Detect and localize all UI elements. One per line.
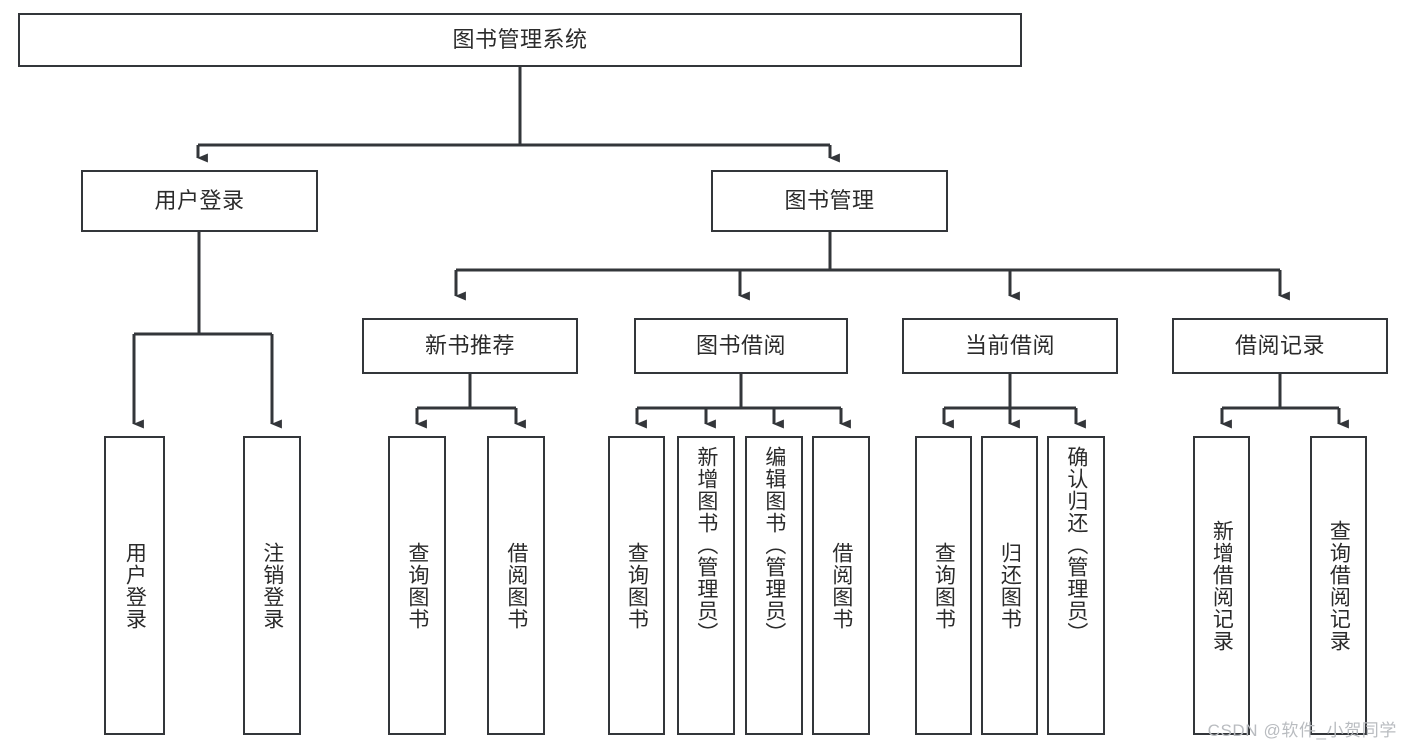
node-leaf-edit-book-label: 编辑图书（管理员） <box>762 446 786 644</box>
node-leaf-return-book-label: 归还图书 <box>998 541 1022 630</box>
node-new-book-recommend[interactable]: 新书推荐 <box>362 318 578 374</box>
node-book-borrow-label: 图书借阅 <box>695 333 786 359</box>
node-leaf-borrow-book-1[interactable]: 借阅图书 <box>487 436 545 735</box>
node-leaf-confirm-return-label: 确认归还（管理员） <box>1064 446 1088 644</box>
node-book-management-label: 图书管理 <box>784 188 875 214</box>
node-leaf-return-book[interactable]: 归还图书 <box>981 436 1038 735</box>
node-borrow-record[interactable]: 借阅记录 <box>1172 318 1388 374</box>
node-book-borrow[interactable]: 图书借阅 <box>634 318 848 374</box>
node-new-book-recommend-label: 新书推荐 <box>424 333 515 359</box>
node-book-management[interactable]: 图书管理 <box>711 170 948 232</box>
node-leaf-query-book-1-label: 查询图书 <box>405 541 429 630</box>
node-user-login[interactable]: 用户登录 <box>81 170 318 232</box>
node-leaf-user-logout[interactable]: 注销登录 <box>243 436 301 735</box>
node-leaf-query-record[interactable]: 查询借阅记录 <box>1310 436 1367 735</box>
node-leaf-add-book[interactable]: 新增图书（管理员） <box>677 436 735 735</box>
node-leaf-borrow-book-2[interactable]: 借阅图书 <box>812 436 870 735</box>
node-leaf-borrow-book-2-label: 借阅图书 <box>829 541 853 630</box>
node-root-label: 图书管理系统 <box>452 27 588 53</box>
node-root[interactable]: 图书管理系统 <box>18 13 1022 67</box>
node-leaf-query-book-1[interactable]: 查询图书 <box>388 436 446 735</box>
node-leaf-user-login[interactable]: 用户登录 <box>104 436 165 735</box>
node-leaf-user-login-label: 用户登录 <box>123 541 147 630</box>
node-leaf-edit-book[interactable]: 编辑图书（管理员） <box>745 436 803 735</box>
node-leaf-query-book-2-label: 查询图书 <box>625 541 649 630</box>
node-leaf-add-book-label: 新增图书（管理员） <box>694 446 718 644</box>
node-leaf-query-book-3[interactable]: 查询图书 <box>915 436 972 735</box>
node-leaf-user-logout-label: 注销登录 <box>260 541 284 630</box>
node-user-login-label: 用户登录 <box>154 188 245 214</box>
node-leaf-borrow-book-1-label: 借阅图书 <box>504 541 528 630</box>
node-current-borrow[interactable]: 当前借阅 <box>902 318 1118 374</box>
node-current-borrow-label: 当前借阅 <box>964 333 1055 359</box>
node-leaf-add-record-label: 新增借阅记录 <box>1210 519 1234 652</box>
node-leaf-query-book-3-label: 查询图书 <box>932 541 956 630</box>
csdn-watermark: CSDN @软件_小贺同学 <box>1207 721 1397 740</box>
node-borrow-record-label: 借阅记录 <box>1234 333 1325 359</box>
node-leaf-add-record[interactable]: 新增借阅记录 <box>1193 436 1250 735</box>
node-leaf-query-record-label: 查询借阅记录 <box>1327 519 1351 652</box>
node-leaf-confirm-return[interactable]: 确认归还（管理员） <box>1047 436 1105 735</box>
node-leaf-query-book-2[interactable]: 查询图书 <box>608 436 665 735</box>
